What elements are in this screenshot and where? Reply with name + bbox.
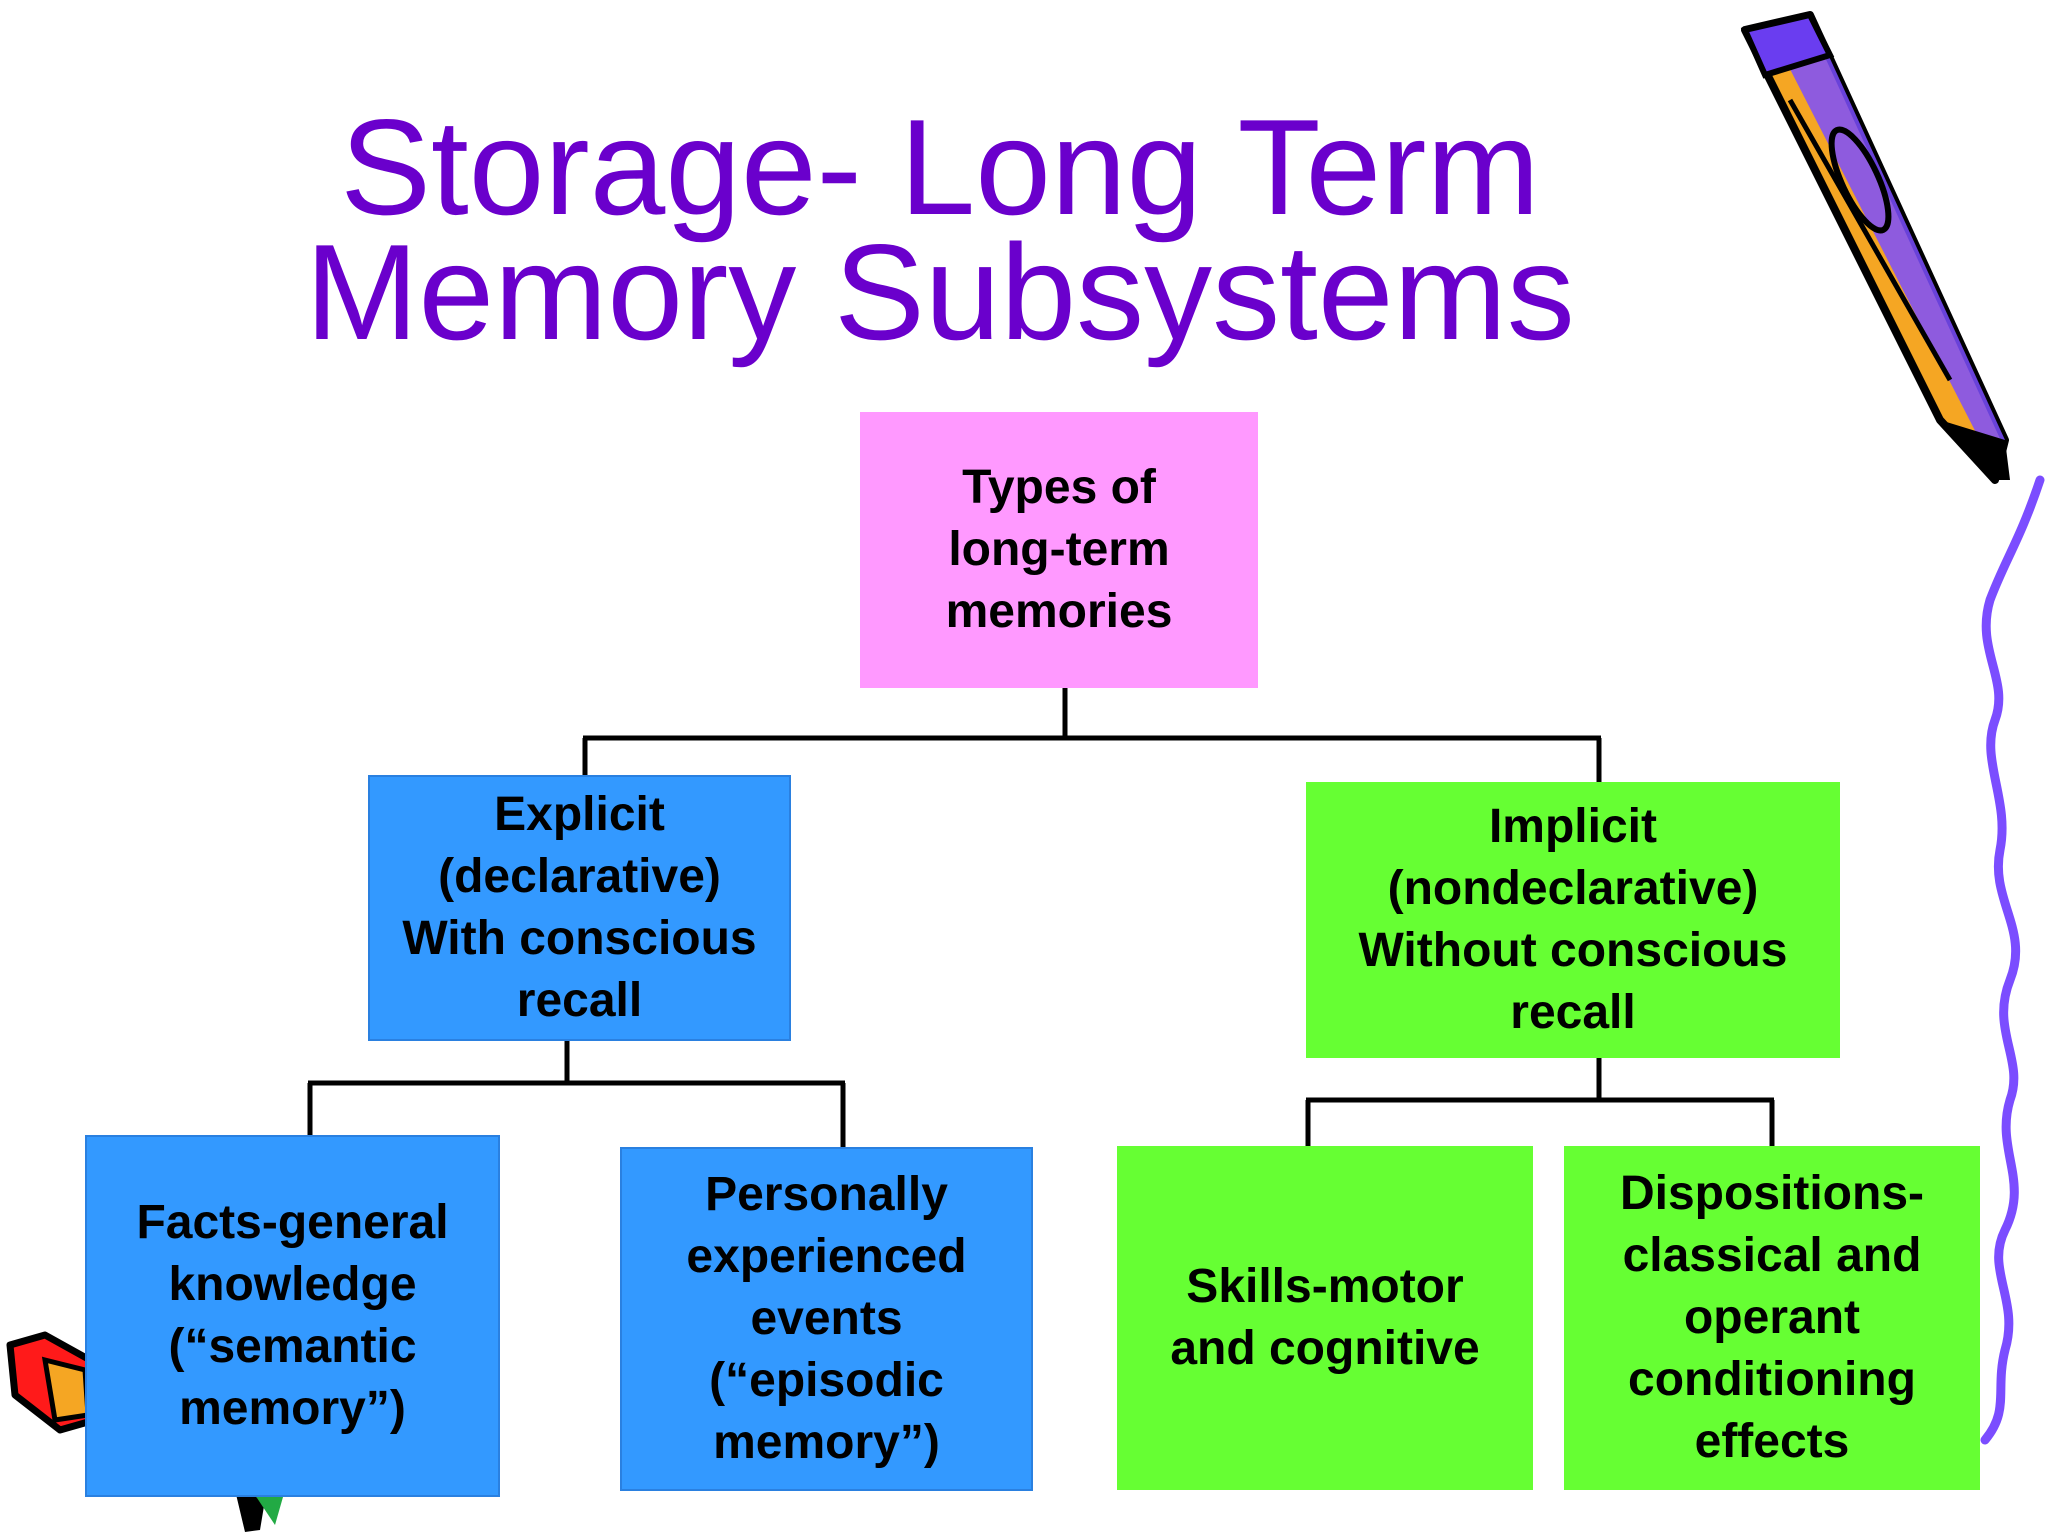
- connector-lines: [307, 688, 1775, 1147]
- episodic-line-2: experienced: [686, 1230, 967, 1283]
- explicit-line-4: recall: [516, 974, 643, 1027]
- dispositions-line-5: effects: [1694, 1415, 1850, 1468]
- root-line-1: Types of: [962, 461, 1156, 514]
- squiggle-line: [1980, 475, 2045, 1445]
- explicit-line-1: Explicit: [494, 788, 665, 841]
- box-explicit-memory: Explicit (declarative) With conscious re…: [368, 775, 791, 1041]
- implicit-line-4: recall: [1510, 986, 1636, 1039]
- title-line-1: Storage- Long Term: [340, 91, 1540, 243]
- title-line-2: Memory Subsystems: [305, 216, 1575, 368]
- box-skills: Skills-motor and cognitive: [1117, 1146, 1533, 1490]
- episodic-line-5: memory”): [713, 1416, 940, 1469]
- episodic-line-4: (“episodic: [709, 1354, 944, 1407]
- box-episodic-memory: Personally experienced events (“episodic…: [620, 1147, 1033, 1491]
- box-long-term-memories-text: Types of long-term memories: [946, 457, 1173, 643]
- dispositions-line-2: classical and: [1622, 1229, 1922, 1282]
- root-line-3: memories: [945, 585, 1173, 638]
- semantic-line-2: knowledge: [168, 1258, 417, 1311]
- dispositions-line-4: conditioning: [1628, 1353, 1916, 1406]
- explicit-line-3: With conscious: [402, 912, 757, 965]
- semantic-line-3: (“semantic: [168, 1320, 417, 1373]
- dispositions-line-1: Dispositions-: [1619, 1167, 1924, 1220]
- box-semantic-memory-text: Facts-general knowledge (“semantic memor…: [136, 1192, 448, 1440]
- semantic-line-4: memory”): [179, 1382, 406, 1435]
- box-semantic-memory: Facts-general knowledge (“semantic memor…: [85, 1135, 500, 1497]
- box-skills-text: Skills-motor and cognitive: [1170, 1256, 1479, 1380]
- episodic-line-1: Personally: [705, 1168, 948, 1221]
- semantic-line-1: Facts-general: [136, 1196, 449, 1249]
- slide-title: Storage- Long Term Memory Subsystems: [240, 91, 1640, 368]
- box-explicit-memory-text: Explicit (declarative) With conscious re…: [402, 784, 756, 1032]
- episodic-line-3: events: [750, 1292, 903, 1345]
- box-implicit-memory: Implicit (nondeclarative) Without consci…: [1306, 782, 1840, 1058]
- pencil-icon: [1740, 11, 2010, 484]
- explicit-line-2: (declarative): [438, 850, 721, 903]
- box-long-term-memories: Types of long-term memories: [860, 412, 1258, 688]
- box-episodic-memory-text: Personally experienced events (“episodic…: [686, 1164, 966, 1474]
- implicit-line-2: (nondeclarative): [1387, 862, 1759, 915]
- box-implicit-memory-text: Implicit (nondeclarative) Without consci…: [1359, 796, 1788, 1044]
- dispositions-line-3: operant: [1683, 1291, 1860, 1344]
- skills-line-1: Skills-motor: [1186, 1260, 1464, 1313]
- skills-line-2: and cognitive: [1170, 1322, 1480, 1375]
- box-dispositions: Dispositions- classical and operant cond…: [1564, 1146, 1980, 1490]
- implicit-line-3: Without conscious: [1358, 924, 1788, 977]
- implicit-line-1: Implicit: [1488, 800, 1657, 853]
- box-dispositions-text: Dispositions- classical and operant cond…: [1620, 1163, 1924, 1473]
- root-line-2: long-term: [948, 523, 1170, 576]
